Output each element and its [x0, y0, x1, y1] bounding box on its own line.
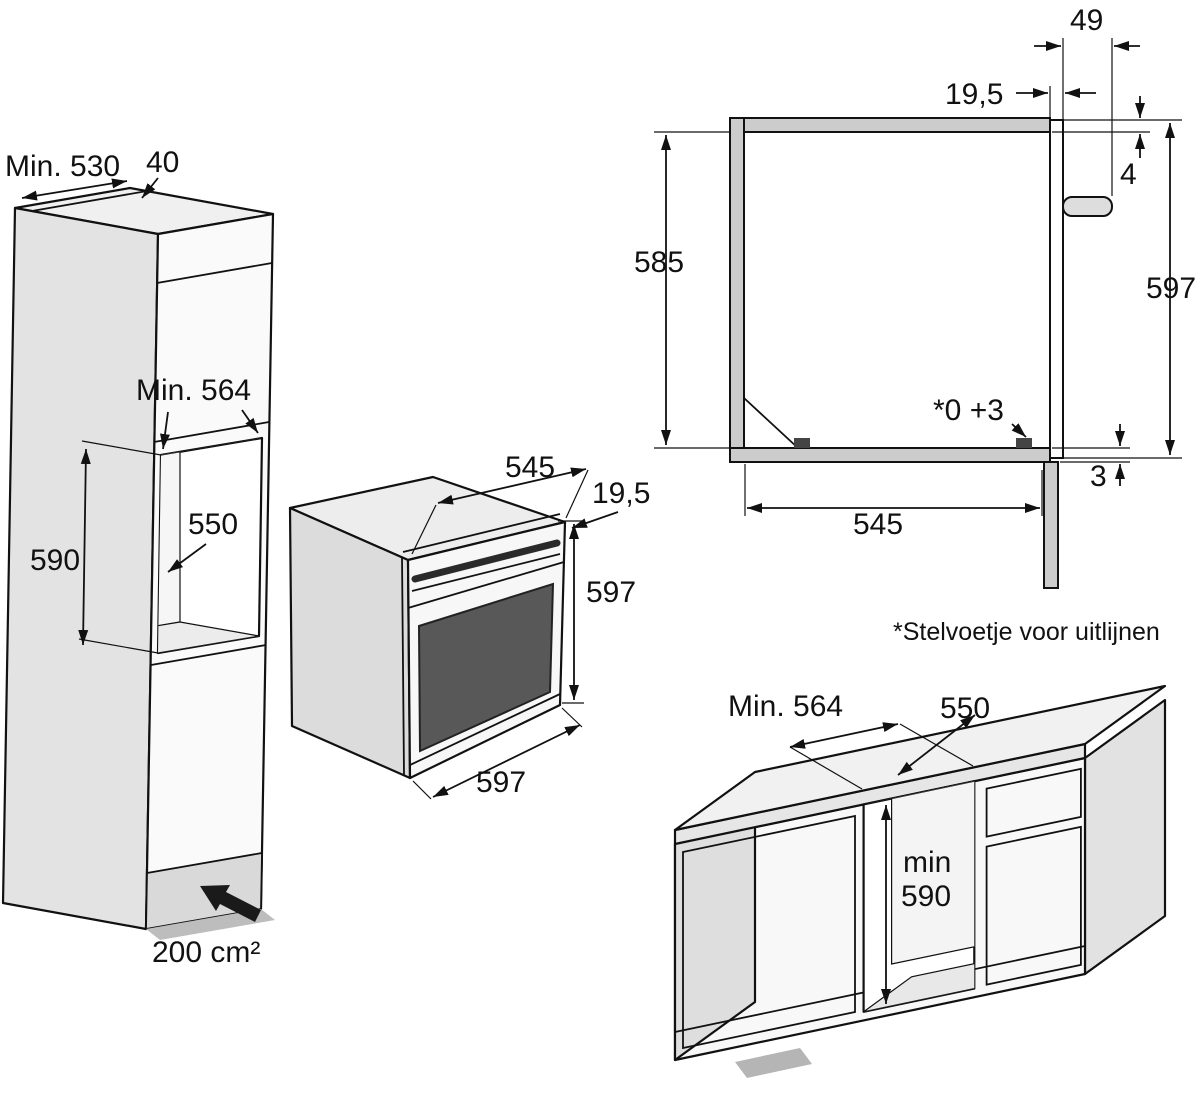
- section-oven-handle: [1062, 196, 1113, 217]
- base-niche-height-value: 590: [901, 880, 951, 913]
- base-cabinet-floor-shadow: [735, 1048, 812, 1078]
- tall-cabinet-floor-shadow: [146, 909, 275, 940]
- section-right-foot: [1016, 438, 1032, 448]
- base-cabinet-right-face: [1083, 698, 1167, 976]
- section-top-clearance-label: 4: [1120, 158, 1137, 191]
- oven-handle: [411, 539, 561, 583]
- base-niche-width-label: Min. 564: [728, 690, 843, 723]
- section-corner-chamfer: [743, 397, 799, 449]
- base-niche-depth-label: 550: [940, 692, 990, 725]
- section-footnote: *Stelvoetje voor uitlijnen: [893, 618, 1160, 646]
- section-oven-front-frame: [1049, 119, 1064, 459]
- section-handle-label: 49: [1070, 4, 1103, 37]
- section-overhang-dim: 19,5: [945, 78, 1096, 117]
- tall-cabinet-top-door-line: [156, 262, 273, 284]
- oven-width-dim: 545: [411, 451, 589, 555]
- oven-depth-dim: 597: [412, 707, 583, 800]
- oven-height-dim: 597: [558, 520, 636, 704]
- section-left-foot: [794, 438, 810, 448]
- oven-overhang-dim: 19,5: [571, 477, 650, 529]
- tall-cabinet-rear-gap-line: [31, 190, 148, 212]
- tall-cabinet-diagram: Min. 530 40 Min. 564 550 590 200 cm²: [1, 146, 275, 969]
- section-left-wall: [729, 117, 745, 463]
- section-top-wall: [729, 117, 1051, 133]
- tall-cabinet-depth-dim: Min. 530: [5, 150, 128, 201]
- section-feet-label: *0 +3: [933, 394, 1004, 427]
- tall-cabinet-niche-height-dim: 590: [30, 440, 162, 654]
- oven-frame-lip-top: [402, 513, 561, 553]
- section-bottom-clearance-label: 3: [1090, 460, 1107, 493]
- section-overhang-label: 19,5: [945, 78, 1003, 111]
- tall-cabinet-niche-depth-label: 550: [188, 508, 238, 541]
- section-feet-dim: *0 +3: [933, 394, 1027, 438]
- side-section-diagram: 49 19,5 4 585 597: [634, 4, 1196, 646]
- base-cabinet-diagram: Min. 564 550 min 590: [673, 684, 1167, 1078]
- oven-depth-label: 597: [476, 766, 526, 799]
- section-handle-dim: 49: [1034, 4, 1140, 196]
- tall-cabinet-niche-width-label: Min. 564: [136, 374, 251, 407]
- oven-height-label: 597: [586, 576, 636, 609]
- ventilation-arrow-icon: [200, 885, 261, 922]
- oven-door-window: [417, 582, 555, 753]
- tall-cabinet-depth-label: Min. 530: [5, 150, 120, 183]
- tall-cabinet-niche-depth-dim: 550: [167, 508, 238, 573]
- base-cabinet-left-door: [682, 814, 856, 1050]
- section-bottom-wall: [729, 447, 1051, 463]
- oven-overhang-label: 19,5: [592, 477, 650, 510]
- base-niche-height-word: min: [903, 846, 951, 879]
- section-front-height-label: 597: [1146, 272, 1196, 305]
- oven-control-panel-line: [407, 561, 565, 609]
- section-niche-height-label: 585: [634, 246, 684, 279]
- base-cabinet-drawer: [985, 767, 1082, 838]
- oven-width-label: 545: [505, 451, 555, 484]
- tall-cabinet-lower-door-line: [150, 644, 267, 666]
- base-niche-height-dim: min 590: [881, 805, 951, 1004]
- tall-cabinet-side-face: [1, 206, 160, 931]
- tall-cabinet-niche-width-dim: Min. 564: [136, 374, 259, 450]
- oven-frame-lip-side: [401, 556, 405, 776]
- tall-cabinet-rear-gap-label: 40: [146, 146, 179, 179]
- oven-handle-shadow-line: [411, 553, 561, 592]
- tall-cabinet-ventilation-label: 200 cm²: [152, 936, 260, 969]
- oven-diagram: 545 19,5 597 597: [288, 451, 650, 800]
- tall-cabinet-niche-height-label: 590: [30, 544, 80, 577]
- tall-cabinet-rear-gap-dim: 40: [141, 146, 179, 199]
- section-front-height-dim: 597: [1064, 123, 1196, 459]
- base-cabinet-right-door: [985, 825, 1082, 986]
- section-niche-depth-label: 545: [853, 508, 903, 541]
- section-base-panel: [1043, 461, 1059, 589]
- section-top-clearance-dim: 4: [1052, 96, 1182, 191]
- section-bottom-clearance-dim: 3: [1052, 424, 1130, 493]
- section-niche-depth-dim: 545: [744, 464, 1043, 541]
- base-niche-depth-dim: 550: [897, 692, 990, 776]
- section-niche-height-dim: 585: [634, 131, 730, 449]
- tall-cabinet-ventilation: 200 cm²: [152, 885, 261, 969]
